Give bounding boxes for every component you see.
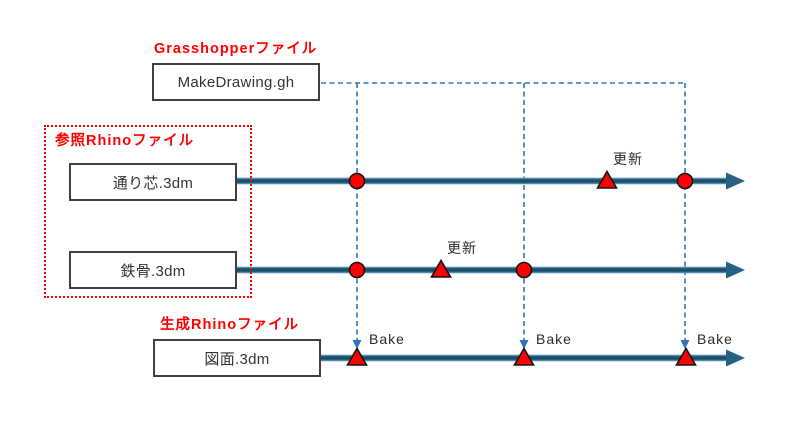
timeline-markers xyxy=(346,169,697,366)
reference-files-group-frame xyxy=(44,125,252,298)
timeline-tekkotsu xyxy=(236,261,745,279)
update-annotation-timeline1: 更新 xyxy=(613,151,643,167)
sync-circle-marker xyxy=(515,261,533,279)
update-triangle-marker xyxy=(596,169,618,189)
bake-arrowhead-2 xyxy=(519,340,529,349)
sync-circle-marker xyxy=(676,172,694,190)
bake-annotation-1: Bake xyxy=(369,331,405,347)
update-annotation-timeline2: 更新 xyxy=(447,240,477,256)
generated-rhino-section-label: 生成Rhinoファイル xyxy=(160,317,300,333)
bake-annotation-2: Bake xyxy=(536,331,572,347)
dashed-connector-arrowheads xyxy=(352,340,690,349)
sync-circle-marker xyxy=(348,172,366,190)
timeline-arrowhead xyxy=(726,172,745,190)
timeline-arrowhead xyxy=(726,349,745,367)
reference-file-box-toorishin: 通り芯.3dm xyxy=(69,163,237,201)
bake-arrowhead-1 xyxy=(352,340,362,349)
reference-rhino-section-label: 参照Rhinoファイル xyxy=(55,133,195,149)
timeline-toorishin xyxy=(236,172,745,190)
reference-file-box-tekkotsu: 鉄骨.3dm xyxy=(69,251,237,289)
reference-file-name-toorishin: 通り芯.3dm xyxy=(112,174,194,192)
timeline-arrowhead xyxy=(726,261,745,279)
grasshopper-file-name: MakeDrawing.gh xyxy=(177,73,295,91)
bake-annotation-3: Bake xyxy=(697,331,733,347)
grasshopper-file-box: MakeDrawing.gh xyxy=(152,63,320,101)
update-triangle-marker xyxy=(430,258,452,278)
generated-file-name-zumen: 図面.3dm xyxy=(204,350,270,368)
bake-triangle-marker xyxy=(675,346,697,366)
sync-circle-marker xyxy=(348,261,366,279)
generated-file-box-zumen: 図面.3dm xyxy=(153,339,321,377)
grasshopper-file-section-label: Grasshopperファイル xyxy=(154,41,318,57)
bake-triangle-marker xyxy=(346,346,368,366)
bake-triangle-marker xyxy=(513,346,535,366)
bake-arrowhead-3 xyxy=(680,340,690,349)
reference-file-name-tekkotsu: 鉄骨.3dm xyxy=(120,262,186,280)
dashed-connector-lines xyxy=(321,82,686,340)
